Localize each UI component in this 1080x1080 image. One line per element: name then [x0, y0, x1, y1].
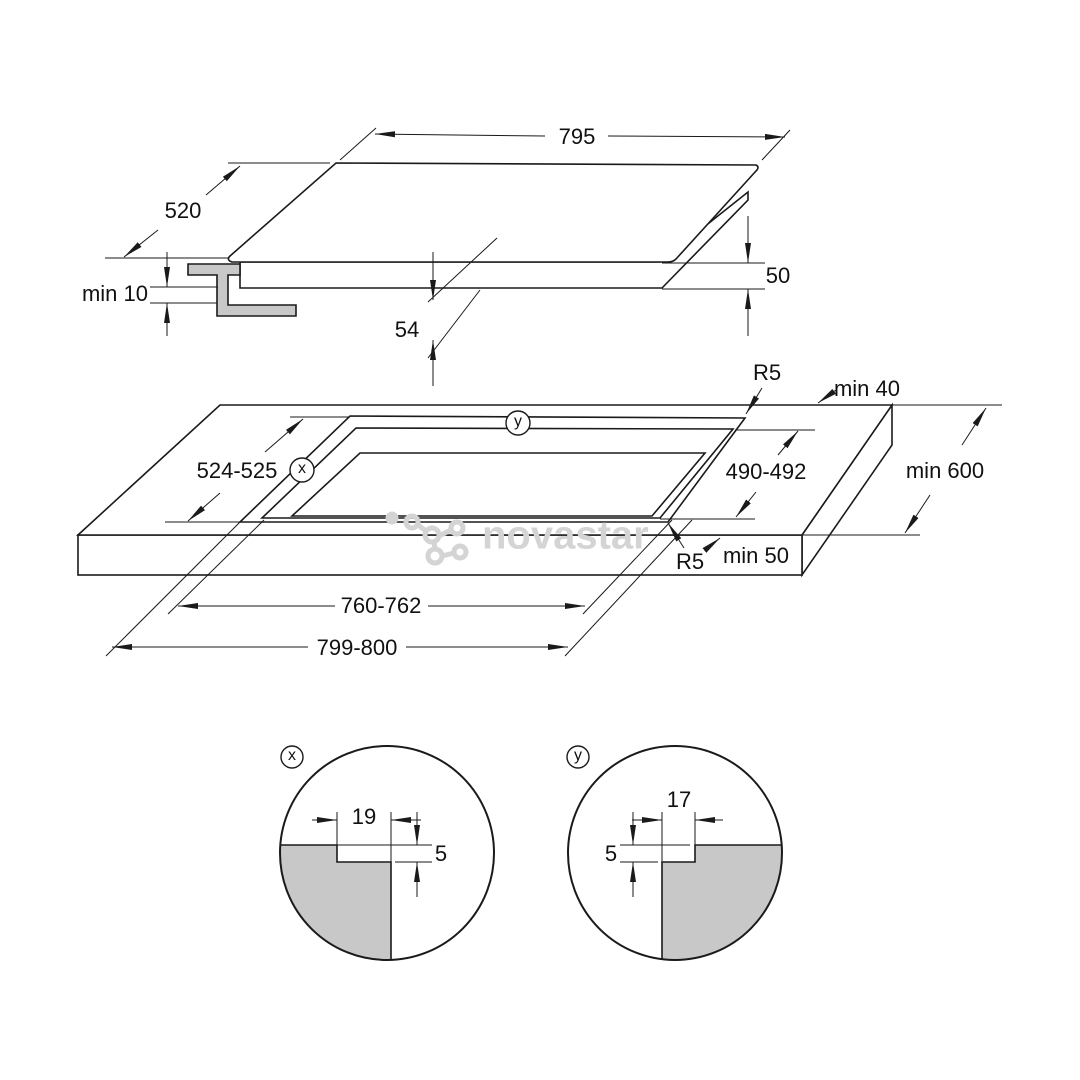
dim-hob-body-height: 50 — [662, 216, 790, 336]
dim-cutout-depth: 490-492 — [660, 429, 815, 520]
hob-depth-label: 520 — [165, 198, 202, 223]
watermark-text: novastar — [482, 514, 649, 558]
hob-drawing — [187, 162, 759, 317]
cutout-outline — [289, 452, 707, 517]
detail-x-marker — [280, 745, 304, 769]
svg-text:y: y — [514, 413, 522, 430]
min-front-label: min 50 — [723, 543, 789, 568]
cutout-width-label: 760-762 — [341, 593, 422, 618]
detail-y-width-label: 17 — [667, 787, 691, 812]
dim-min-front: min 50 — [702, 537, 789, 568]
detail-x-section — [280, 844, 392, 960]
svg-text:y: y — [574, 747, 582, 764]
dim-recess-depth: 524-525 — [165, 416, 350, 523]
svg-text:x: x — [298, 460, 306, 477]
detail-y-depth-label: 5 — [605, 841, 617, 866]
recess-outline — [238, 415, 747, 523]
hob-width-label: 795 — [559, 124, 596, 149]
recess-depth-label: 524-525 — [197, 458, 278, 483]
detail-y-section — [661, 844, 782, 960]
dim-radius-bottom: R5 — [667, 522, 704, 574]
min-depth-label: min 600 — [906, 458, 984, 483]
dim-min-back: min 40 — [817, 376, 900, 404]
svg-text:x: x — [288, 747, 296, 764]
detail-y: y 17 5 — [566, 745, 783, 961]
recess-inner-outline — [260, 427, 735, 519]
detail-x-depth-label: 5 — [435, 841, 447, 866]
detail-marker-x: x — [289, 457, 315, 483]
detail-marker-y: y — [505, 410, 531, 436]
radius-top-label: R5 — [753, 360, 781, 385]
dim-hob-total-height: 54 — [395, 237, 498, 386]
hob-body-height-label: 50 — [766, 263, 790, 288]
dim-cutout-width: 760-762 — [167, 519, 673, 618]
detail-x: x 19 5 — [279, 745, 495, 961]
min-back-label: min 40 — [834, 376, 900, 401]
dim-min-depth: min 600 — [802, 404, 1002, 536]
dim-radius-top: R5 — [745, 360, 781, 415]
radius-bottom-label: R5 — [676, 549, 704, 574]
min-clearance-label: min 10 — [82, 281, 148, 306]
dim-recess-width: 799-800 — [105, 519, 693, 660]
cutout-depth-label: 490-492 — [726, 459, 807, 484]
recess-width-label: 799-800 — [317, 635, 398, 660]
hob-total-height-label: 54 — [395, 317, 419, 342]
detail-x-width-label: 19 — [352, 804, 376, 829]
dim-hob-width: 795 — [339, 124, 791, 161]
dim-min-clearance: min 10 — [82, 252, 218, 336]
worktop-profile-section — [187, 263, 297, 317]
watermark-logo: novastar — [385, 511, 649, 566]
hob-glass-top — [227, 162, 759, 263]
detail-y-marker — [566, 745, 590, 769]
